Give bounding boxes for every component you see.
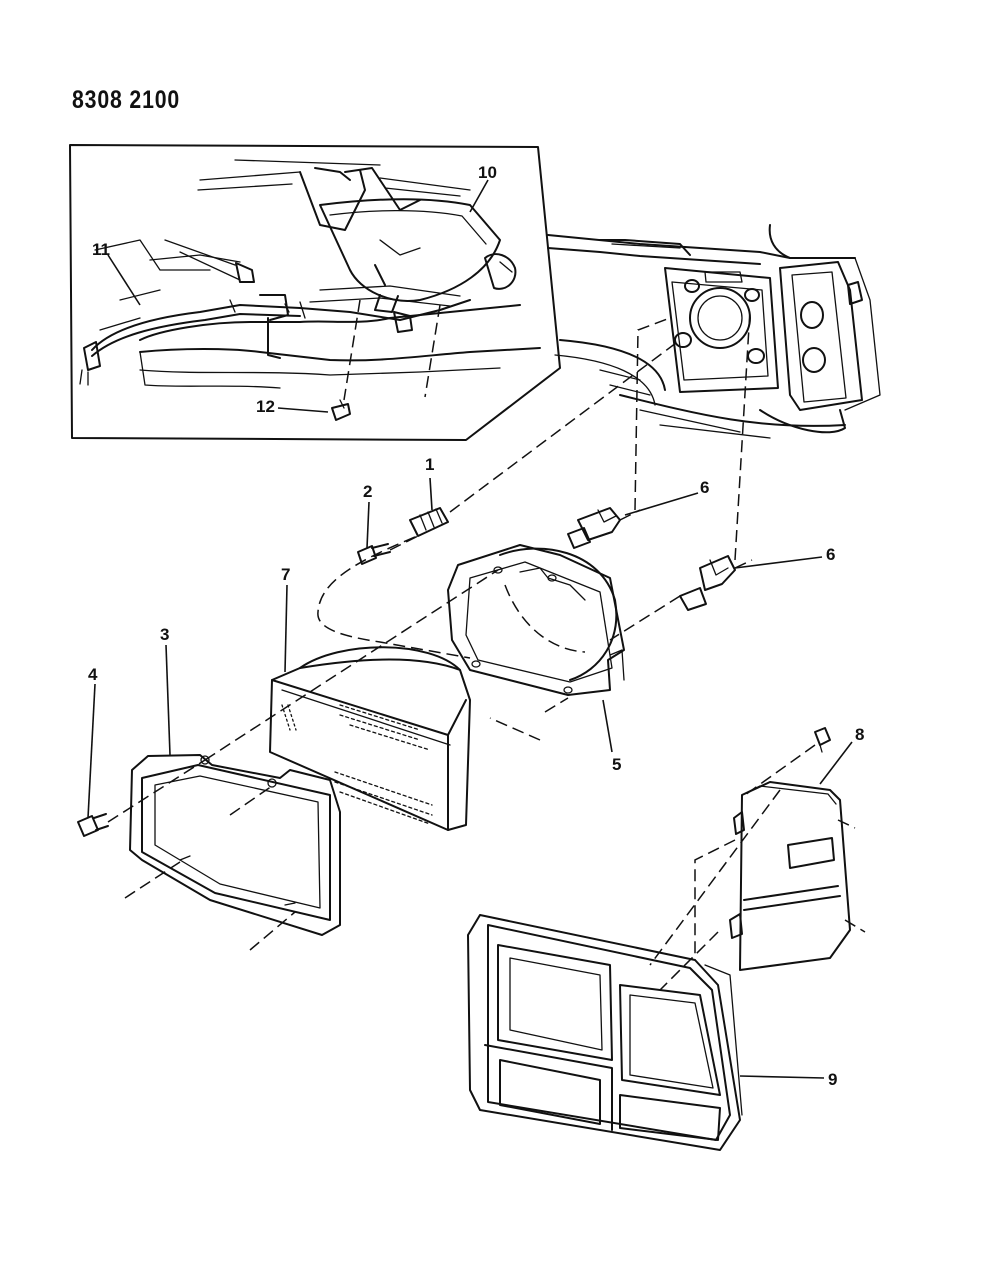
headlamp-opening [664, 267, 779, 393]
part-8-side-marker [729, 727, 851, 971]
callout-8: 8 [855, 725, 864, 744]
callout-6-lower: 6 [826, 545, 835, 564]
callout-4: 4 [88, 665, 98, 684]
inset-detail [69, 144, 561, 441]
part-5-mounting-ring [447, 544, 625, 696]
vehicle-front-body [547, 224, 881, 439]
part-7-headlamp [269, 646, 471, 831]
callout-11: 11 [92, 240, 110, 259]
diagram-code: 8308 2100 [72, 86, 181, 114]
callout-3: 3 [160, 625, 169, 644]
part-1-adjust-screw [409, 507, 449, 537]
part-3-retaining-ring [129, 754, 341, 936]
part-6-clip-lower [679, 555, 736, 611]
inset-frame [69, 144, 561, 441]
callout-6-upper: 6 [700, 478, 709, 497]
callout-leaders [87, 477, 853, 1079]
part-4-screw [77, 813, 109, 837]
assembly-guide-lines [107, 309, 866, 991]
part-9-headlamp-bezel [467, 914, 743, 1151]
callout-10: 10 [478, 163, 497, 182]
callout-9: 9 [828, 1070, 837, 1089]
inset-headlamp-housing [319, 198, 501, 302]
inset-screw [331, 403, 351, 421]
part-6-clip-upper [567, 507, 621, 549]
callout-12: 12 [256, 397, 275, 416]
callout-1: 1 [425, 455, 434, 474]
callout-5: 5 [612, 755, 621, 774]
callout-labels: 10 11 12 1 2 6 6 7 3 4 5 8 9 [88, 163, 864, 1089]
callout-2: 2 [363, 482, 372, 501]
callout-7: 7 [281, 565, 290, 584]
wiring-harness [91, 299, 471, 351]
